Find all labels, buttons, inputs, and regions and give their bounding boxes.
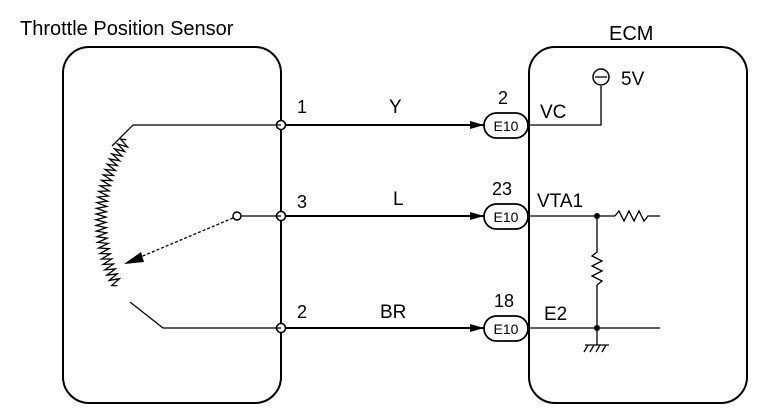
ecm-signal-vc: VC (540, 102, 566, 123)
connector-code-vc: E10 (494, 118, 519, 134)
connector-pin-2: 2 (498, 88, 508, 108)
ground-hatch-1 (583, 344, 589, 353)
wiper-arm (137, 217, 234, 259)
connector-pin-23: 23 (492, 179, 512, 199)
potentiometer-arc-icon (93, 138, 130, 287)
supply-voltage: 5V (621, 69, 645, 90)
connector-code-e2: E10 (494, 321, 519, 337)
ecm-signal-e2: E2 (544, 304, 567, 325)
wire-label-l: L (393, 189, 404, 210)
wiper-arrow-icon (124, 252, 144, 264)
sensor-pin-2: 2 (297, 302, 307, 322)
ground-hatch-2 (589, 344, 595, 353)
ecm-vc-line (528, 86, 602, 126)
ecm-title: ECM (609, 23, 653, 45)
sensor-title: Throttle Position Sensor (20, 18, 234, 40)
arrow-e2 (470, 324, 484, 332)
ecm-signal-vta1: VTA1 (537, 191, 583, 212)
pot-lead-bottom (129, 301, 281, 329)
resistor-pulldown-icon (590, 216, 604, 328)
wire-label-y: Y (389, 97, 402, 118)
ground-hatch-4 (601, 344, 607, 353)
sensor-pin-1: 1 (297, 97, 307, 117)
ecm-box (528, 46, 748, 404)
arrow-vta1 (470, 212, 484, 220)
ground-hatch-3 (595, 344, 601, 353)
connector-pin-18: 18 (494, 291, 514, 311)
wiper-pivot (232, 211, 242, 221)
wire-label-br: BR (380, 302, 406, 323)
sensor-box (62, 46, 282, 404)
pot-lead-top (111, 124, 281, 147)
sensor-pin-3: 3 (297, 192, 307, 212)
arrow-vc (470, 121, 484, 129)
connector-code-vta1: E10 (494, 209, 519, 225)
resistor-vta1-icon (614, 209, 660, 223)
